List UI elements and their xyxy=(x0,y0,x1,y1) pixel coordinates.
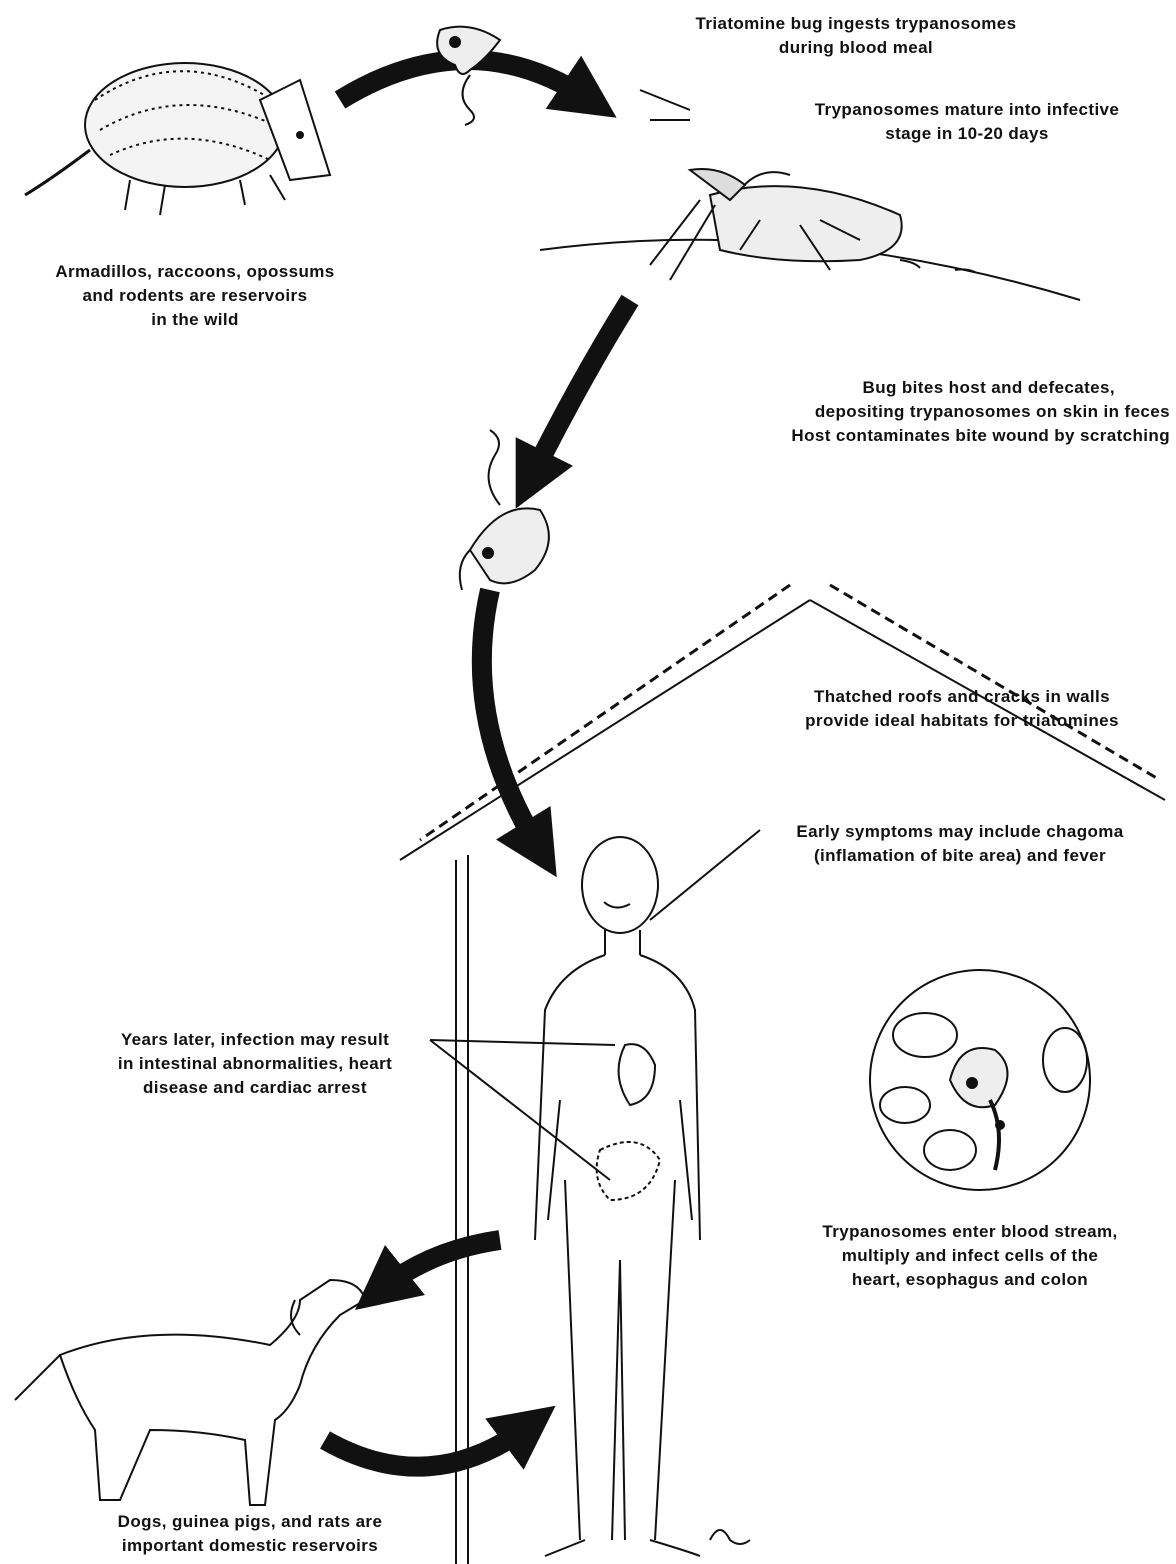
caption-line: Years later, infection may result xyxy=(70,1028,440,1052)
caption-line: in the wild xyxy=(20,308,370,332)
caption-years-later: Years later, infection may result in int… xyxy=(70,1028,440,1100)
caption-mature: Trypanosomes mature into infective stage… xyxy=(762,98,1172,146)
caption-line: and rodents are reservoirs xyxy=(20,284,370,308)
caption-line: (inflamation of bite area) and fever xyxy=(748,844,1172,868)
caption-line: Host contaminates bite wound by scratchi… xyxy=(680,424,1170,448)
arrow-bug-to-trypanosome xyxy=(530,300,630,480)
caption-line: depositing trypanosomes on skin in feces xyxy=(680,400,1170,424)
caption-line: multiply and infect cells of the xyxy=(770,1244,1170,1268)
caption-line: important domestic reservoirs xyxy=(50,1534,450,1558)
caption-line: Thatched roofs and cracks in walls xyxy=(752,685,1172,709)
intestines-icon xyxy=(597,1142,660,1200)
caption-line: stage in 10-20 days xyxy=(762,122,1172,146)
caption-line: Armadillos, raccoons, opossums xyxy=(20,260,370,284)
caption-bug-ingests: Triatomine bug ingests trypanosomes duri… xyxy=(646,12,1066,60)
caption-line: Trypanosomes enter blood stream, xyxy=(770,1220,1170,1244)
caption-wild-reservoirs: Armadillos, raccoons, opossums and roden… xyxy=(20,260,370,332)
caption-bug-bites: Bug bites host and defecates, depositing… xyxy=(680,376,1170,448)
dog-icon xyxy=(15,1280,365,1505)
caption-line: during blood meal xyxy=(646,36,1066,60)
caption-early-symptoms: Early symptoms may include chagoma (infl… xyxy=(748,820,1172,868)
cycle-arrow-icon xyxy=(325,60,630,1467)
caption-line: in intestinal abnormalities, heart xyxy=(70,1052,440,1076)
caption-line: Early symptoms may include chagoma xyxy=(748,820,1172,844)
caption-blood-stream: Trypanosomes enter blood stream, multipl… xyxy=(770,1220,1170,1292)
caption-line: provide ideal habitats for triatomines xyxy=(752,709,1172,733)
arrow-dog-to-human xyxy=(325,1425,530,1467)
arrow-human-to-dog xyxy=(380,1240,500,1290)
armadillo-icon xyxy=(25,63,330,215)
trypanosome-icon xyxy=(437,27,500,125)
arrow-trypanosome-to-human xyxy=(482,590,540,850)
caption-line: Triatomine bug ingests trypanosomes xyxy=(646,12,1066,36)
caption-line: Trypanosomes mature into infective xyxy=(762,98,1172,122)
caption-domestic: Dogs, guinea pigs, and rats are importan… xyxy=(50,1510,450,1558)
caption-line: heart, esophagus and colon xyxy=(770,1268,1170,1292)
heart-icon xyxy=(619,1044,655,1105)
caption-line: Bug bites host and defecates, xyxy=(680,376,1170,400)
caption-line: Dogs, guinea pigs, and rats are xyxy=(50,1510,450,1534)
artist-signature xyxy=(710,1530,750,1544)
caption-thatched: Thatched roofs and cracks in walls provi… xyxy=(752,685,1172,733)
caption-line: disease and cardiac arrest xyxy=(70,1076,440,1100)
blood-cells-icon xyxy=(870,970,1090,1190)
